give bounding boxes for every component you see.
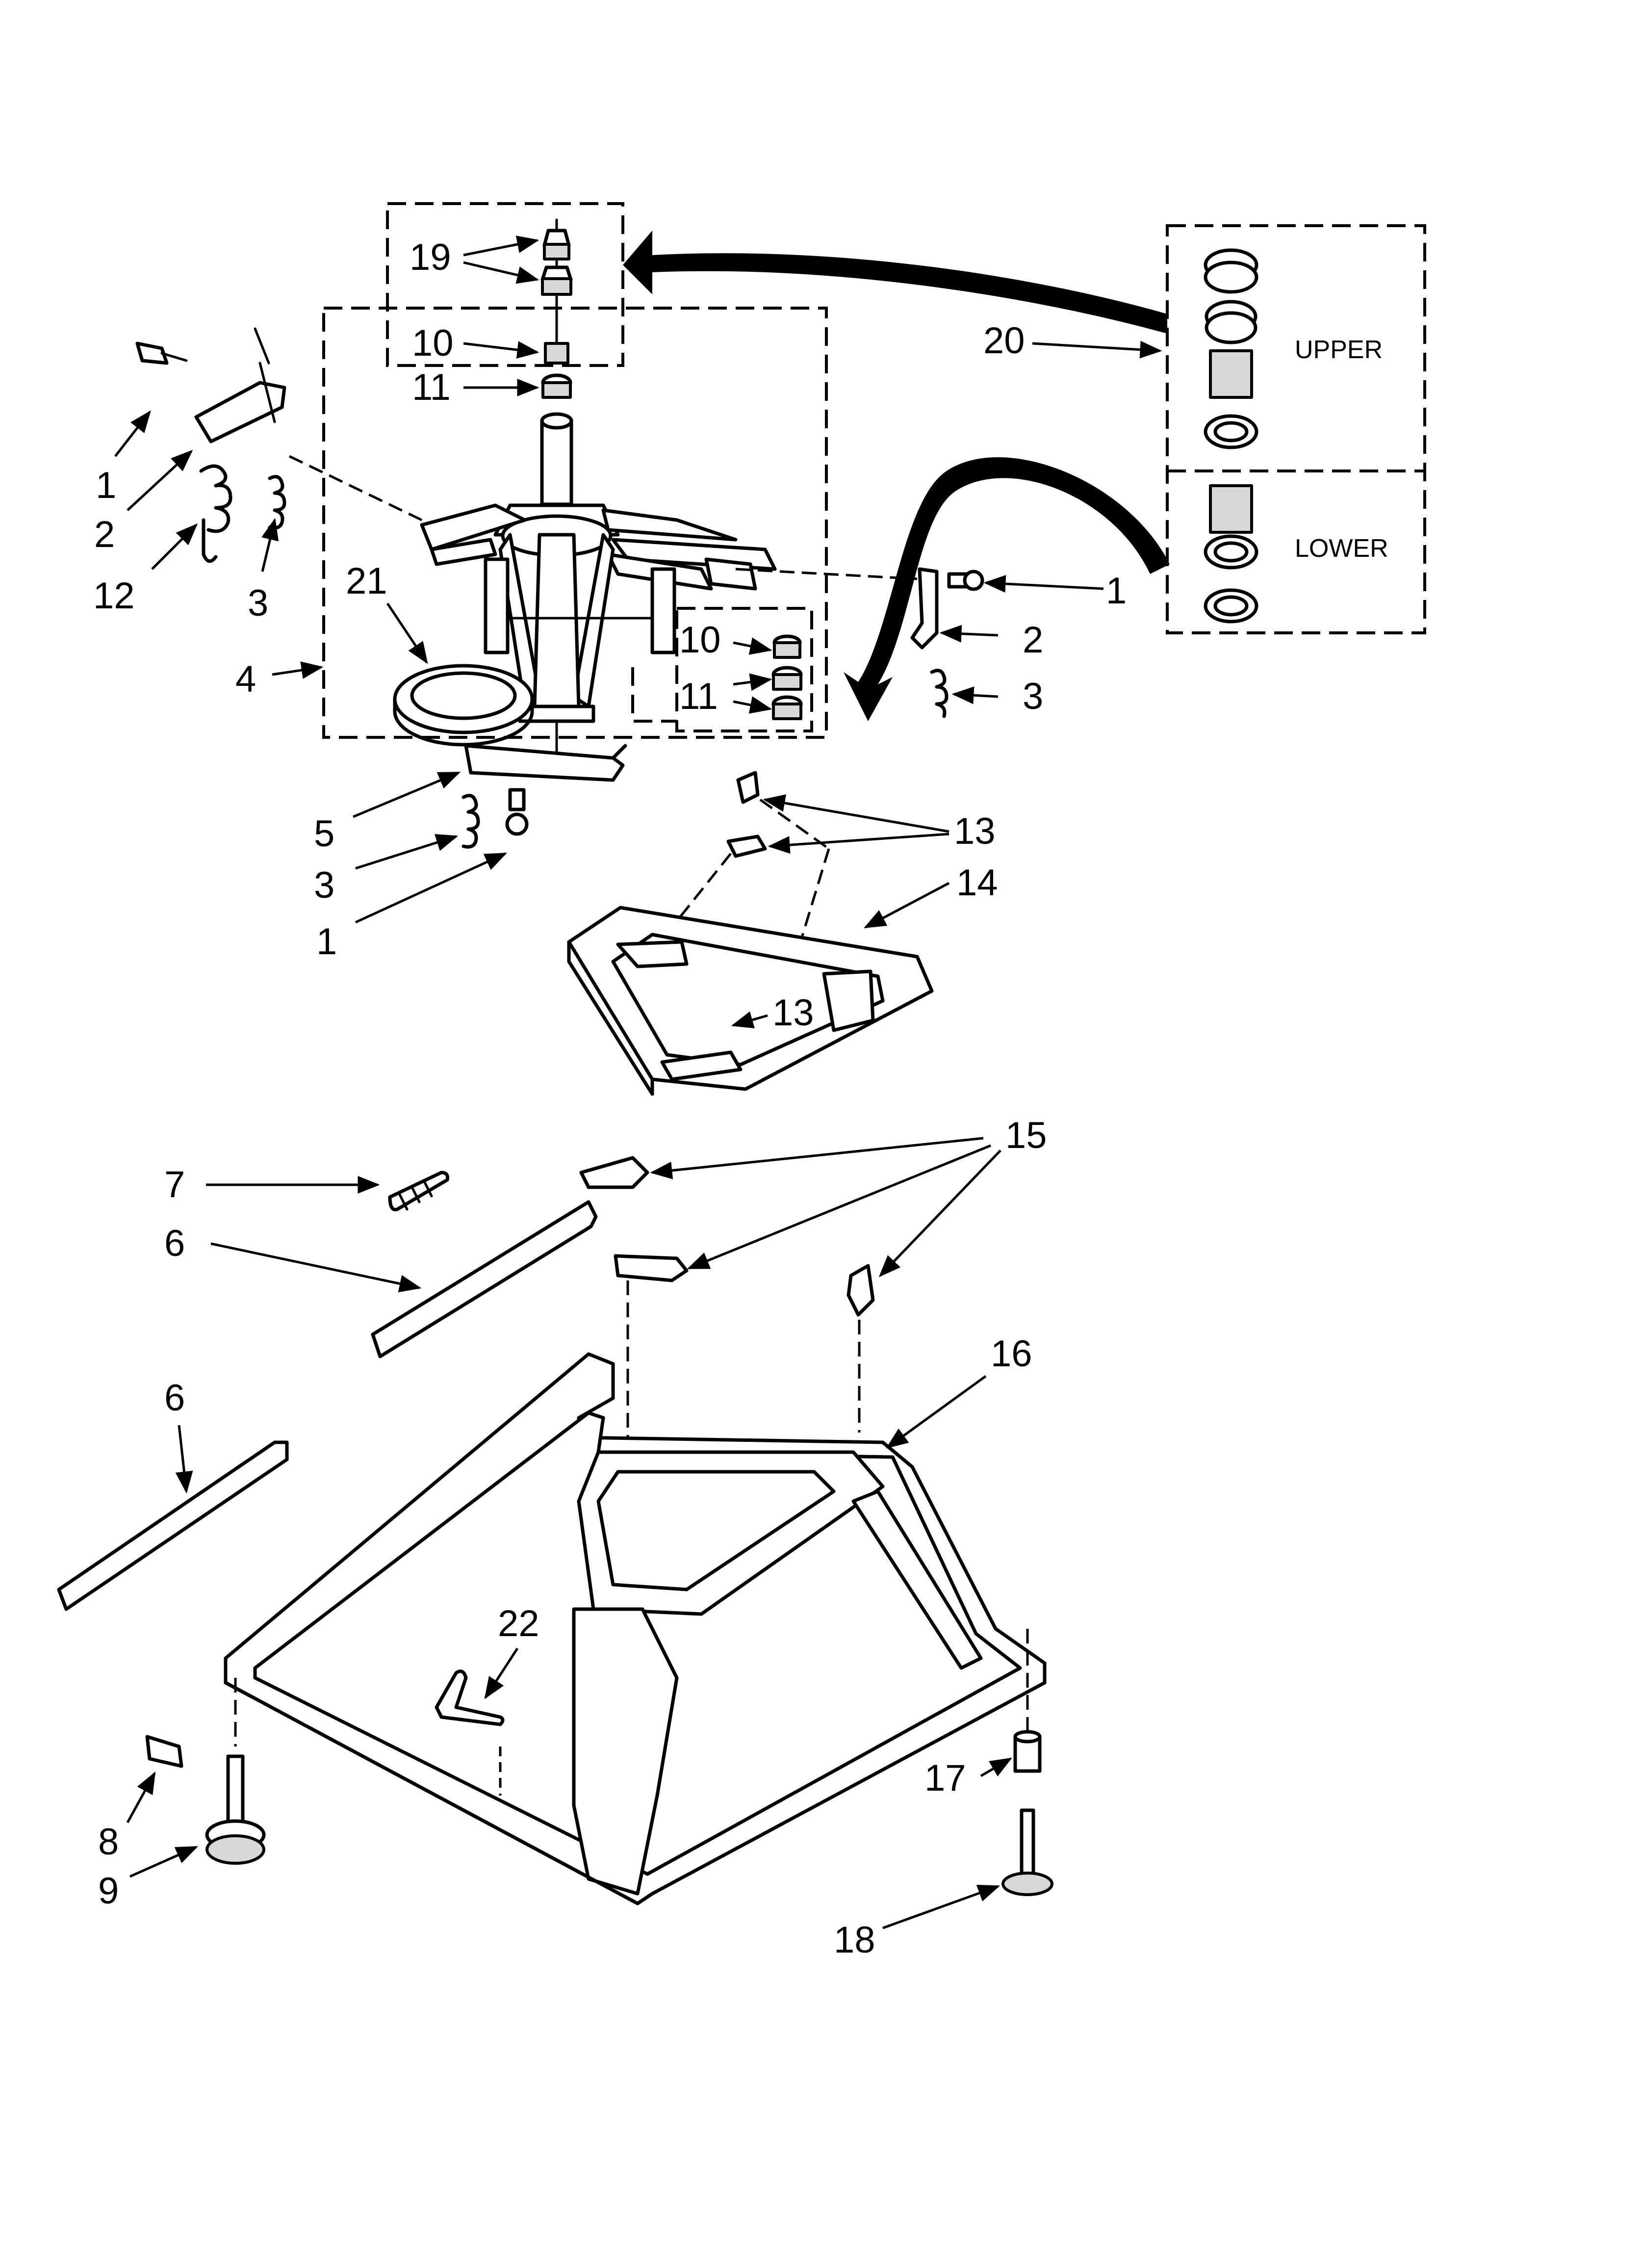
part-11-seal-lower-2	[771, 695, 803, 720]
part-4-group-box	[322, 307, 828, 739]
big-arrow-lower	[844, 457, 1170, 721]
callout-3-left: 3	[248, 582, 268, 624]
callout-10-upper: 10	[412, 322, 454, 364]
big-arrow-upper	[623, 231, 1167, 334]
callout-19: 19	[410, 236, 451, 278]
part-11-seal	[541, 373, 572, 399]
part-19-bearing-upper	[542, 218, 571, 261]
callout-11-lower: 11	[679, 676, 718, 717]
callout-16: 16	[991, 1333, 1032, 1375]
part-14-frame	[567, 906, 934, 1096]
callout-6-upper: 6	[164, 1223, 185, 1264]
kit-upper-parts	[1204, 248, 1258, 449]
callout-1-right: 1	[1106, 570, 1127, 612]
part-6-strap-lower	[57, 1440, 289, 1611]
callout-2-right: 2	[1023, 619, 1043, 661]
callout-13-mid: 13	[772, 992, 814, 1034]
kit-lower-label: LOWER	[1295, 534, 1388, 563]
callout-17: 17	[924, 1757, 966, 1799]
right-bracket-assembly	[735, 567, 984, 718]
callout-15: 15	[1005, 1115, 1047, 1156]
part-6-strap-upper	[371, 1200, 598, 1358]
callout-6-lower: 6	[164, 1377, 185, 1419]
callout-labels: 19 10 11 1 2 12 3 21 4 10 11 1 2 3 20 5 …	[93, 236, 1127, 1961]
part-1-bolt-right	[947, 570, 984, 591]
callout-14: 14	[956, 862, 998, 904]
part-5-strap	[464, 744, 627, 782]
part-10-washer-lower	[772, 634, 802, 659]
callout-22: 22	[498, 1603, 539, 1644]
left-leg	[145, 1678, 266, 1865]
part-3-spring-right	[930, 669, 949, 718]
callout-20: 20	[983, 320, 1025, 362]
part-1-bolt-bottom	[505, 788, 529, 836]
part-3-spring-left	[268, 475, 286, 530]
callout-8: 8	[98, 1821, 119, 1863]
part-3-spring-bottom	[462, 794, 480, 849]
callout-1-left: 1	[96, 465, 116, 506]
part-16-base	[224, 1352, 1047, 1905]
callout-21: 21	[346, 560, 387, 602]
part-10-washer	[544, 293, 569, 365]
callout-5: 5	[314, 813, 334, 855]
kit-upper-label: UPPER	[1295, 336, 1383, 364]
callout-2-left: 2	[94, 514, 115, 555]
part-19-bearing-lower	[540, 258, 573, 296]
callout-3-bottom: 3	[314, 864, 334, 906]
callout-12: 12	[93, 575, 135, 617]
part-11-seal-lower	[771, 666, 803, 691]
mechanism-base	[420, 503, 777, 772]
part-7-spring	[388, 1171, 449, 1212]
left-bracket-assembly	[135, 327, 423, 563]
callout-10-lower: 10	[679, 619, 721, 661]
leader-lines	[114, 235, 1162, 1929]
right-leg	[1001, 1629, 1053, 1896]
callout-4: 4	[235, 658, 256, 700]
callout-9: 9	[98, 1870, 119, 1912]
part-15-brackets	[579, 1156, 875, 1609]
part-21-ring	[393, 664, 534, 747]
callout-1-bottom: 1	[316, 921, 337, 963]
callout-3-right: 3	[1023, 676, 1043, 717]
lower-bearing-group-box	[631, 607, 813, 732]
callout-18: 18	[834, 1919, 875, 1961]
part-22-clip	[435, 1669, 505, 1796]
part-20-kit: UPPER LOWER	[1166, 224, 1426, 634]
callout-7: 7	[164, 1164, 185, 1205]
kit-lower-parts	[1204, 484, 1258, 624]
part-12-spring	[199, 464, 232, 563]
callout-11-upper: 11	[412, 366, 451, 408]
upper-bearing-group-box	[386, 202, 624, 367]
callout-13-top: 13	[954, 810, 996, 852]
